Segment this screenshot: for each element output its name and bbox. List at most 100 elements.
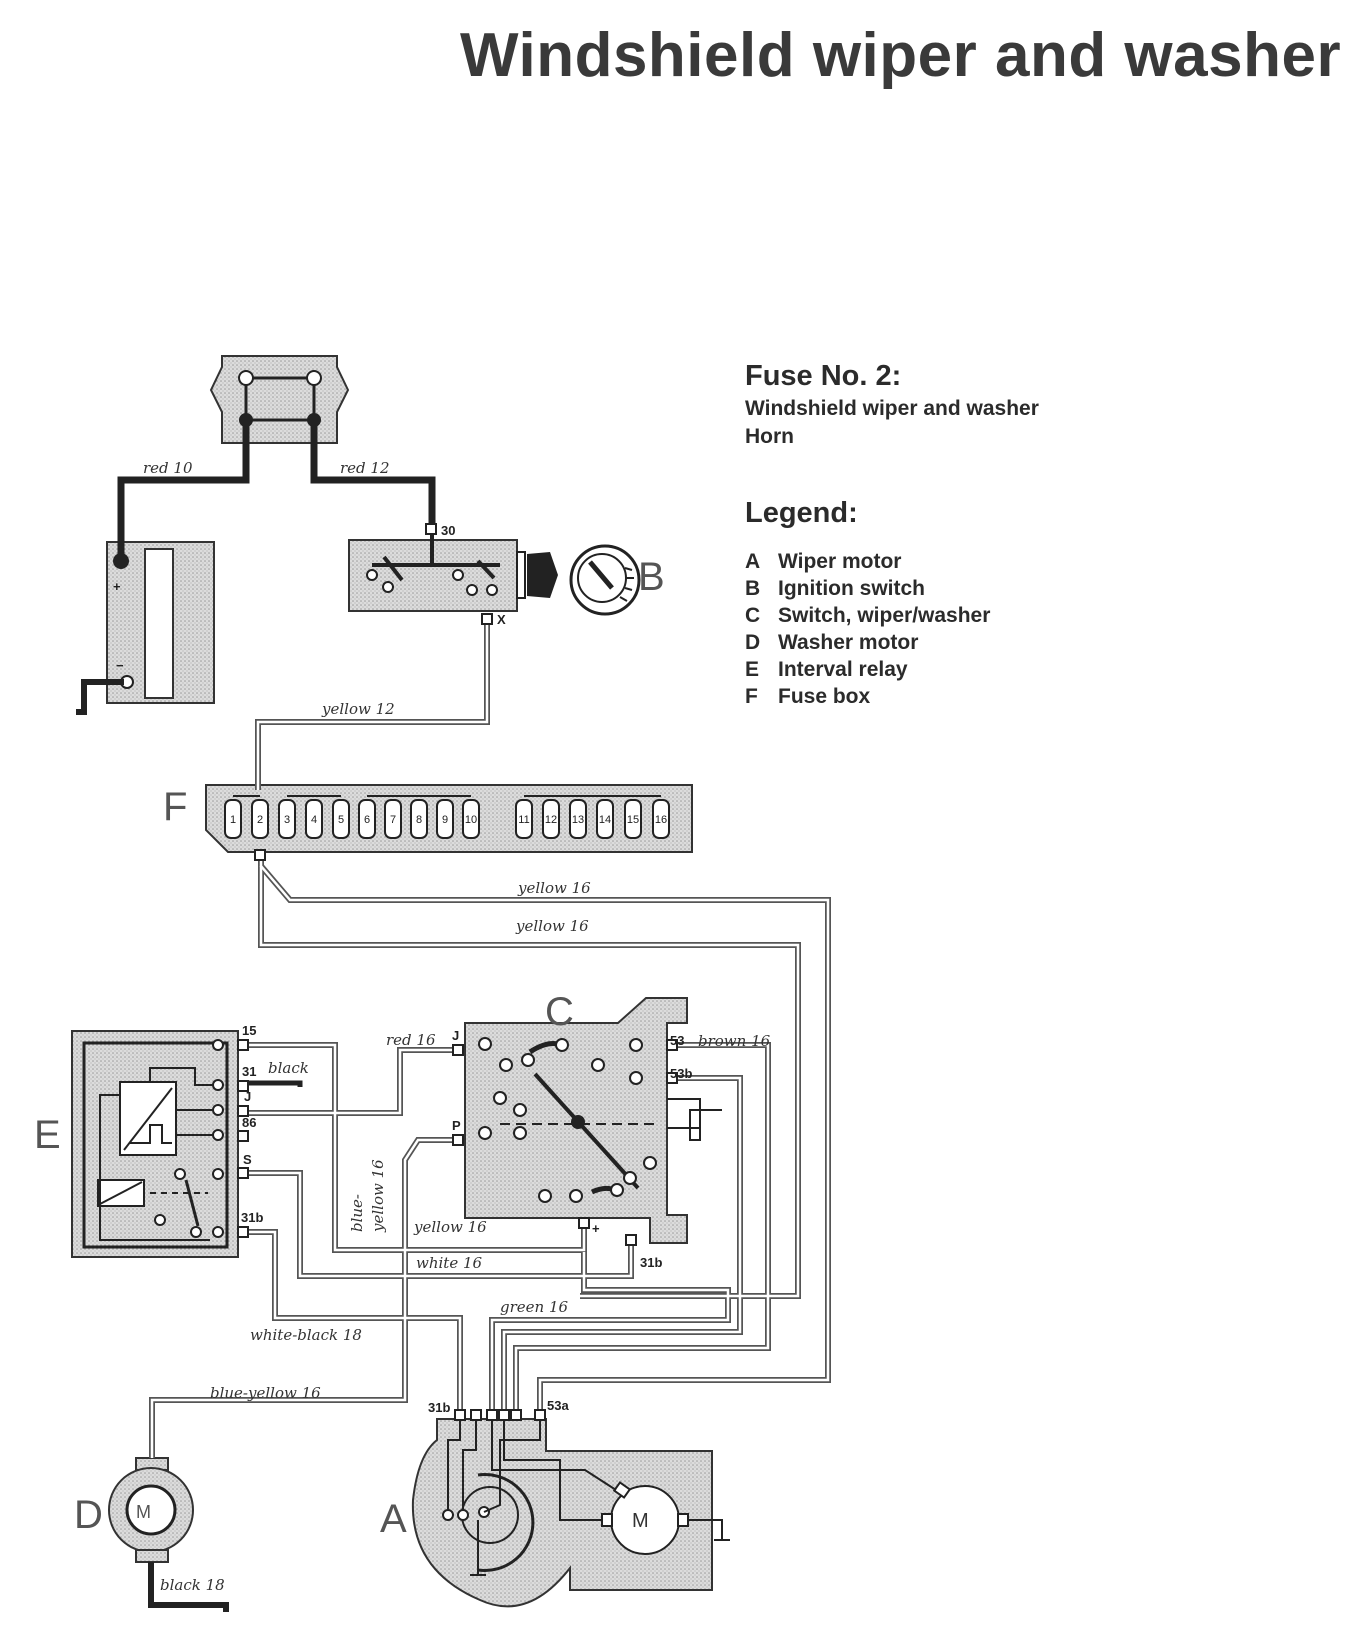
wire-label: white-black 18 [250, 1326, 362, 1344]
terminal-label: + [592, 1221, 600, 1236]
battery-plus-label: + [113, 579, 121, 594]
component-label-a: A [380, 1497, 407, 1541]
legend-key: C [745, 604, 761, 627]
legend-key: F [745, 685, 758, 708]
legend-label: Switch, wiper/washer [778, 604, 991, 627]
terminal-label: X [497, 612, 506, 627]
fuse [542, 799, 560, 839]
wire-label: blue-yellow 16 [210, 1384, 321, 1402]
fuse-number: 13 [572, 814, 584, 826]
wire-label: yellow 12 [321, 700, 395, 718]
fuse [436, 799, 454, 839]
legend-label: Washer motor [778, 631, 919, 654]
fuse [410, 799, 428, 839]
terminal-label: 53a [547, 1398, 569, 1413]
fuse-number: 11 [518, 814, 529, 826]
component-label-e: E [34, 1113, 61, 1157]
terminal-label: J [244, 1089, 251, 1104]
key-dial [569, 544, 641, 616]
wire-label: red 12 [340, 459, 390, 477]
fuse [358, 799, 376, 839]
fuse [305, 799, 323, 839]
legend-item: D Washer motor [745, 631, 1039, 658]
battery-minus-label: − [116, 658, 124, 673]
fuse-number: 8 [416, 814, 422, 826]
wires [76, 420, 831, 1612]
fuse [596, 799, 614, 839]
legend-label: Fuse box [778, 685, 871, 708]
legend-key: B [745, 577, 761, 600]
info-panel: Fuse No. 2: Windshield wiper and washer … [745, 360, 1039, 712]
junction-block [209, 355, 350, 444]
fuse [224, 799, 242, 839]
fuse [462, 799, 480, 839]
fuse-number: 6 [364, 814, 370, 826]
fuse-number: 2 [257, 814, 263, 826]
interval-relay [71, 1030, 239, 1258]
terminal-label: P [452, 1118, 461, 1133]
page-title: Windshield wiper and washer [460, 21, 1342, 90]
legend-item: B Ignition switch [745, 577, 1039, 604]
terminal-label: 31b [640, 1255, 662, 1270]
fuse-heading: Fuse No. 2: [745, 360, 902, 392]
legend-key: A [745, 550, 761, 573]
fuse [515, 799, 533, 839]
wiper-motor-m-label: M [632, 1510, 649, 1532]
wire-label: red 16 [386, 1031, 436, 1049]
terminals [237, 523, 678, 1421]
terminal-label: S [243, 1152, 252, 1167]
legend-key: D [745, 631, 761, 654]
wire-label: yellow 16 [413, 1218, 487, 1236]
fuse-number: 3 [284, 814, 290, 826]
fuse-line: Windshield wiper and washer [745, 397, 1039, 420]
ignition-switch [348, 530, 558, 612]
wire-label: black 18 [160, 1576, 225, 1594]
terminal-label: 31b [241, 1210, 263, 1225]
fuse [569, 799, 587, 839]
fuse-line: Horn [745, 425, 794, 448]
legend-label: Interval relay [778, 658, 908, 681]
legend-label: Wiper motor [778, 550, 902, 573]
washer-motor [108, 1457, 194, 1563]
fuse [652, 799, 670, 839]
terminal-label: 86 [242, 1115, 256, 1130]
fuse-number: 5 [338, 814, 344, 826]
terminal-label: 53 [670, 1033, 684, 1048]
fuse-number: 15 [627, 814, 639, 826]
fuse-number: 14 [599, 814, 611, 826]
legend-label: Ignition switch [778, 577, 925, 600]
wire-label: blue- [348, 1194, 366, 1232]
legend-item: A Wiper motor [745, 550, 1039, 577]
terminal-label: 53b [670, 1066, 692, 1081]
component-label-f: F [163, 785, 187, 829]
fuse-number: 9 [442, 814, 448, 826]
wire-label: red 10 [143, 459, 193, 477]
fuse [384, 799, 402, 839]
terminal-label: 30 [441, 523, 455, 538]
fuse [278, 799, 296, 839]
wire-label: white 16 [416, 1254, 483, 1272]
fuse-number: 4 [311, 814, 317, 826]
washer-motor-m-label: M [136, 1502, 151, 1522]
wire-label: black [268, 1059, 309, 1077]
fuse-number: 1 [230, 814, 236, 826]
component-label-c: C [545, 990, 574, 1034]
wiper-switch [464, 997, 722, 1244]
wire-label: brown 16 [698, 1032, 771, 1050]
fuse [624, 799, 642, 839]
terminal-label: 31 [242, 1064, 256, 1079]
legend-item: F Fuse box [745, 685, 1039, 712]
legend-heading: Legend: [745, 497, 858, 529]
component-label-d: D [74, 1493, 103, 1537]
wire-label: green 16 [500, 1298, 568, 1316]
fuse-number: 7 [390, 814, 396, 826]
legend-item: C Switch, wiper/washer [745, 604, 1039, 631]
wire-label: yellow 16 [517, 879, 591, 897]
wire-label: yellow 16 [369, 1159, 387, 1233]
terminal-label: J [452, 1028, 459, 1043]
terminal-label: 15 [242, 1023, 256, 1038]
terminal-label: 31b [428, 1400, 450, 1415]
component-label-b: B [638, 555, 665, 599]
